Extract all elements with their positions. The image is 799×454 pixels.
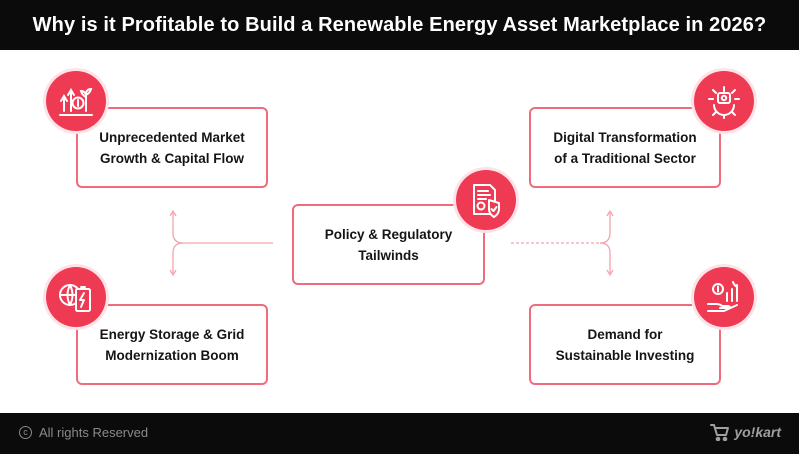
battery-storage-icon (46, 267, 106, 327)
copyright: c All rights Reserved (19, 425, 148, 440)
card-sustainable-investing-line2: Sustainable Investing (555, 347, 695, 363)
growth-chart-icon (46, 71, 106, 131)
gear-cog-icon (694, 71, 754, 131)
card-policy-regulatory: Policy & Regulatory Tailwinds (292, 204, 485, 285)
cart-icon (710, 424, 730, 441)
card-digital-transformation: Digital Transformation of a Traditional … (529, 107, 721, 188)
brand-logo: yo!kart (710, 423, 781, 441)
header-bar: Why is it Profitable to Build a Renewabl… (0, 0, 799, 50)
footer-bar: c All rights Reserved yo!kart (0, 413, 799, 454)
copyright-icon: c (19, 426, 32, 439)
card-policy-regulatory-line2: Tailwinds (358, 247, 419, 263)
card-sustainable-investing: Demand for Sustainable Investing (529, 304, 721, 385)
brand-name: yo!kart (734, 424, 781, 440)
card-energy-storage-line2: Modernization Boom (105, 347, 239, 363)
card-sustainable-investing-line1: Demand for (587, 326, 663, 342)
card-energy-storage-line1: Energy Storage & Grid (99, 326, 245, 342)
card-market-growth-line2: Growth & Capital Flow (99, 150, 244, 166)
rights-text: All rights Reserved (39, 425, 149, 440)
card-digital-transformation-line2: of a Traditional Sector (554, 150, 696, 166)
card-market-growth-line1: Unprecedented Market (99, 129, 245, 145)
policy-document-icon (456, 170, 516, 230)
card-energy-storage: Energy Storage & Grid Modernization Boom (76, 304, 268, 385)
card-market-growth: Unprecedented Market Growth & Capital Fl… (76, 107, 268, 188)
sustainable-investing-icon (694, 267, 754, 327)
card-digital-transformation-line1: Digital Transformation (553, 129, 697, 145)
card-policy-regulatory-line1: Policy & Regulatory (324, 226, 453, 242)
page-title: Why is it Profitable to Build a Renewabl… (32, 13, 767, 36)
